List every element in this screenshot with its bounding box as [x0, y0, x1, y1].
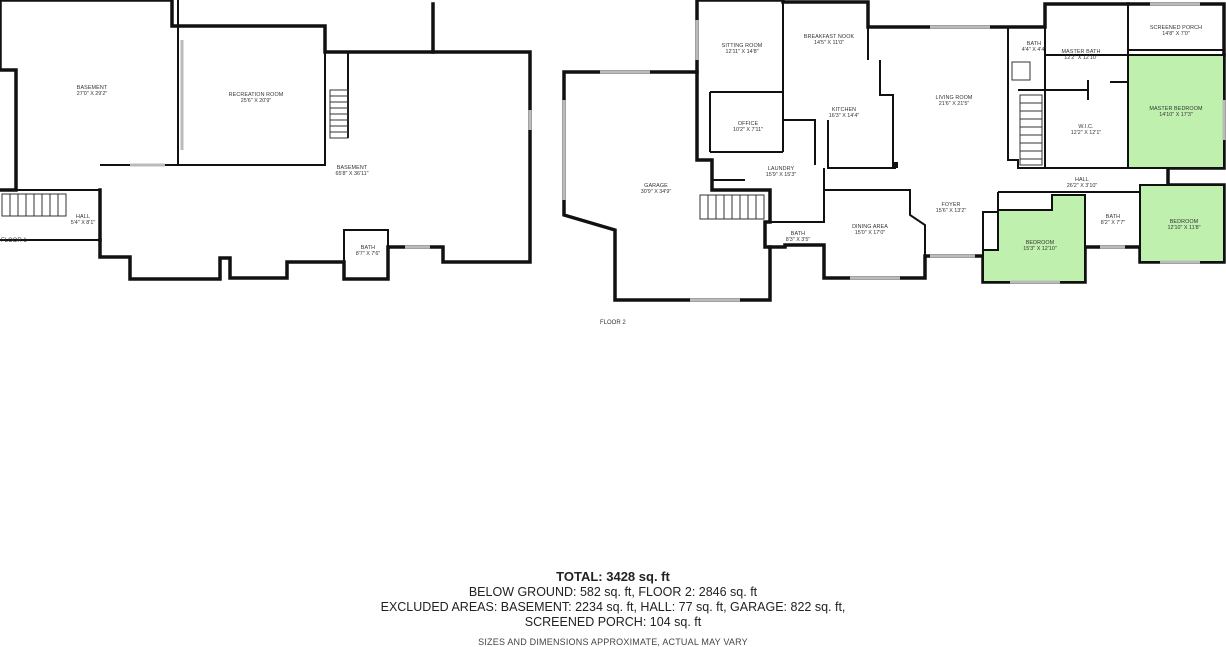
room-dims: 25'6" X 20'9": [241, 98, 272, 104]
below-ground-line: BELOW GROUND: 582 sq. ft, FLOOR 2: 2846 …: [468, 585, 758, 599]
room-dims: 15'6" X 13'2": [936, 208, 967, 214]
room-name: OFFICE: [738, 121, 759, 127]
room-name: BASEMENT: [337, 165, 368, 171]
room-name: BATH: [791, 231, 805, 237]
screened-porch-line: SCREENED PORCH: 104 sq. ft: [524, 615, 702, 629]
room-name: BATH: [1106, 214, 1120, 220]
room-dims: 8'7" X 7'6": [356, 251, 381, 257]
room-name: MASTER BATH: [1061, 49, 1100, 55]
room-name: BATH: [1027, 41, 1041, 47]
room-name: W.I.C.: [1078, 124, 1093, 130]
room-dims: 15'9" X 15'3": [766, 172, 797, 178]
room-name: FOYER: [941, 202, 960, 208]
floor-1-stairs: [1, 89, 349, 217]
room-dims: 16'3" X 14'4": [829, 113, 860, 119]
room-name: GARAGE: [644, 183, 668, 189]
floor-2-stairs: [699, 94, 1043, 220]
area-summary: TOTAL: 3428 sq. ft BELOW GROUND: 582 sq.…: [0, 569, 1226, 647]
excluded-areas-line: EXCLUDED AREAS: BASEMENT: 2234 sq. ft, H…: [380, 600, 846, 614]
room-dims: 15'0" X 17'0": [855, 230, 886, 236]
room-name: MASTER BEDROOM: [1149, 106, 1203, 112]
room-name: RECREATION ROOM: [229, 92, 284, 98]
room-dims: 15'3" X 12'10": [1023, 246, 1057, 252]
room-dims: 12'2" X 12'1": [1071, 130, 1102, 136]
room-dims: 8'3" X 3'5": [786, 237, 811, 243]
room-dims: 14'10" X 17'3": [1159, 112, 1193, 118]
room-dims: 14'5" X 11'0": [814, 40, 844, 46]
room-dims: 4'4" X 4'4": [1022, 47, 1047, 53]
room-dims: 8'2" X 7'7": [1101, 220, 1126, 226]
floor-1-plan: [0, 0, 532, 281]
room-dims: 10'2" X 7'11": [733, 127, 763, 133]
room-dims: 26'2" X 3'10": [1067, 183, 1098, 189]
floor-2-plan: [562, 0, 1226, 302]
room-name: BREAKFAST NOOK: [804, 34, 855, 40]
floor-1-label: FLOOR 1: [1, 238, 27, 244]
room-name: SITTING ROOM: [722, 43, 763, 49]
room-name: LAUNDRY: [768, 166, 795, 172]
room-dims: 65'8" X 36'11": [335, 171, 368, 177]
room-dims: 12'10" X 11'8": [1167, 225, 1200, 231]
room-dims: 27'0" X 29'2": [77, 91, 108, 97]
floor-2-labels: GARAGE 30'9" X 34'9" SITTING ROOM 12'11"…: [600, 25, 1203, 326]
fireplace-symbol: [1011, 61, 1031, 81]
room-name: KITCHEN: [832, 107, 856, 113]
room-dims: 5'4" X 8'1": [71, 220, 96, 226]
room-name: BASEMENT: [77, 85, 108, 91]
room-name: HALL: [1075, 177, 1089, 183]
room-name: BEDROOM: [1170, 219, 1199, 225]
room-dims: 21'6" X 21'5": [939, 101, 970, 107]
room-name: HALL: [76, 214, 90, 220]
room-name: DINING AREA: [852, 224, 888, 230]
room-name: BATH: [361, 245, 375, 251]
total-area: TOTAL: 3428 sq. ft: [556, 569, 670, 584]
room-dims: 12'11" X 14'8": [725, 49, 758, 55]
floor-plan: BASEMENT 27'0" X 29'2" RECREATION ROOM 2…: [0, 0, 1226, 326]
floor-2-label: FLOOR 2: [600, 320, 626, 326]
room-name: SCREENED PORCH: [1150, 25, 1202, 31]
disclaimer: SIZES AND DIMENSIONS APPROXIMATE, ACTUAL…: [478, 637, 748, 647]
room-dims: 14'8" X 7'0": [1162, 31, 1190, 37]
floor-1-labels: BASEMENT 27'0" X 29'2" RECREATION ROOM 2…: [1, 85, 380, 257]
bedroom-a-highlight: [982, 194, 1086, 283]
room-name: LIVING ROOM: [935, 95, 972, 101]
bedroom-b-highlight: [1139, 184, 1225, 263]
room-name: BEDROOM: [1026, 240, 1055, 246]
room-dims: 12'2" X 12'10": [1064, 55, 1098, 61]
room-dims: 30'9" X 34'9": [641, 189, 672, 195]
master-bedroom-highlight: [1127, 54, 1225, 169]
